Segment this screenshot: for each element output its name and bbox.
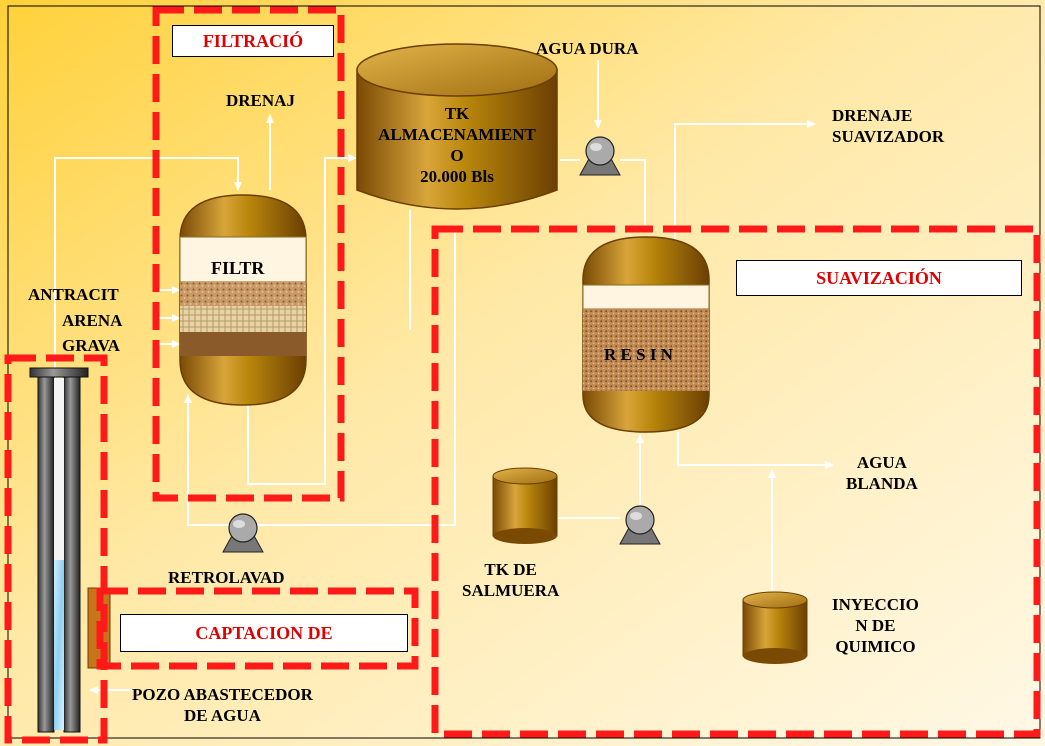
inyeccion-line2: N DE bbox=[855, 616, 896, 635]
filter-vessel bbox=[179, 194, 307, 406]
zone-captacion bbox=[96, 587, 419, 670]
zone-filtracion bbox=[152, 6, 345, 502]
agua-blanda-line1: AGUA bbox=[856, 453, 907, 472]
label-arena: ARENA bbox=[62, 311, 123, 330]
brine-tank bbox=[492, 467, 558, 544]
title-captacion: CAPTACION DE bbox=[120, 614, 408, 652]
label-retrolavad: RETROLAVAD bbox=[168, 568, 285, 587]
softener-vessel bbox=[582, 236, 710, 433]
filter-band-top bbox=[179, 236, 307, 283]
label-antracit: ANTRACIT bbox=[28, 285, 119, 304]
salmuera-line1: TK DE bbox=[484, 560, 537, 579]
drenaje-line2: SUAVIZADOR bbox=[832, 127, 945, 146]
pozo-line2: DE AGUA bbox=[183, 706, 261, 725]
zone-well bbox=[4, 354, 108, 744]
pump-icon bbox=[579, 136, 621, 176]
resin-bed bbox=[583, 309, 709, 391]
label-inyeccion: INYECCIO N DE QUIMICO bbox=[832, 594, 919, 657]
label-drenaje-suavizador: DRENAJE SUAVIZADOR bbox=[832, 105, 944, 147]
label-storage-tank: TK ALMACENAMIENT O 20.000 Bls bbox=[357, 103, 557, 195]
sand-layer bbox=[180, 306, 306, 332]
zone-suavizacion bbox=[431, 225, 1041, 738]
inyeccion-line3: QUIMICO bbox=[835, 637, 916, 656]
tk-line2: ALMACENAMIENT bbox=[378, 125, 536, 144]
title-suavizacion: SUAVIZACIÓN bbox=[736, 260, 1022, 296]
label-grava: GRAVA bbox=[62, 336, 120, 355]
pump-icon bbox=[222, 513, 264, 553]
label-pozo: POZO ABASTECEDOR DE AGUA bbox=[132, 684, 313, 726]
label-tk-salmuera: TK DE SALMUERA bbox=[462, 559, 559, 601]
agua-blanda-line2: BLANDA bbox=[846, 474, 918, 493]
label-drenaj: DRENAJ bbox=[226, 91, 295, 110]
label-resin: R E S I N bbox=[604, 345, 673, 364]
softener-band bbox=[582, 284, 710, 310]
label-agua-dura: AGUA DURA bbox=[536, 39, 639, 58]
tk-title: TK bbox=[444, 104, 470, 123]
gravel-layer bbox=[180, 332, 306, 356]
pump-icon bbox=[619, 505, 661, 545]
label-filtr: FILTR bbox=[211, 258, 265, 278]
tk-line3: O bbox=[450, 146, 464, 165]
drenaje-line1: DRENAJE bbox=[832, 106, 913, 125]
zones bbox=[4, 6, 1041, 744]
title-filtracion: FILTRACIÓ bbox=[172, 25, 334, 57]
label-agua-blanda: AGUA BLANDA bbox=[846, 452, 918, 494]
storage-tank bbox=[356, 43, 558, 210]
anthracite-layer bbox=[180, 282, 306, 306]
tk-line4: 20.000 Bls bbox=[420, 167, 494, 186]
pozo-line1: POZO ABASTECEDOR bbox=[132, 685, 313, 704]
salmuera-line2: SALMUERA bbox=[462, 581, 560, 600]
chemical-tank bbox=[742, 591, 808, 664]
inyeccion-line1: INYECCIO bbox=[832, 595, 919, 614]
